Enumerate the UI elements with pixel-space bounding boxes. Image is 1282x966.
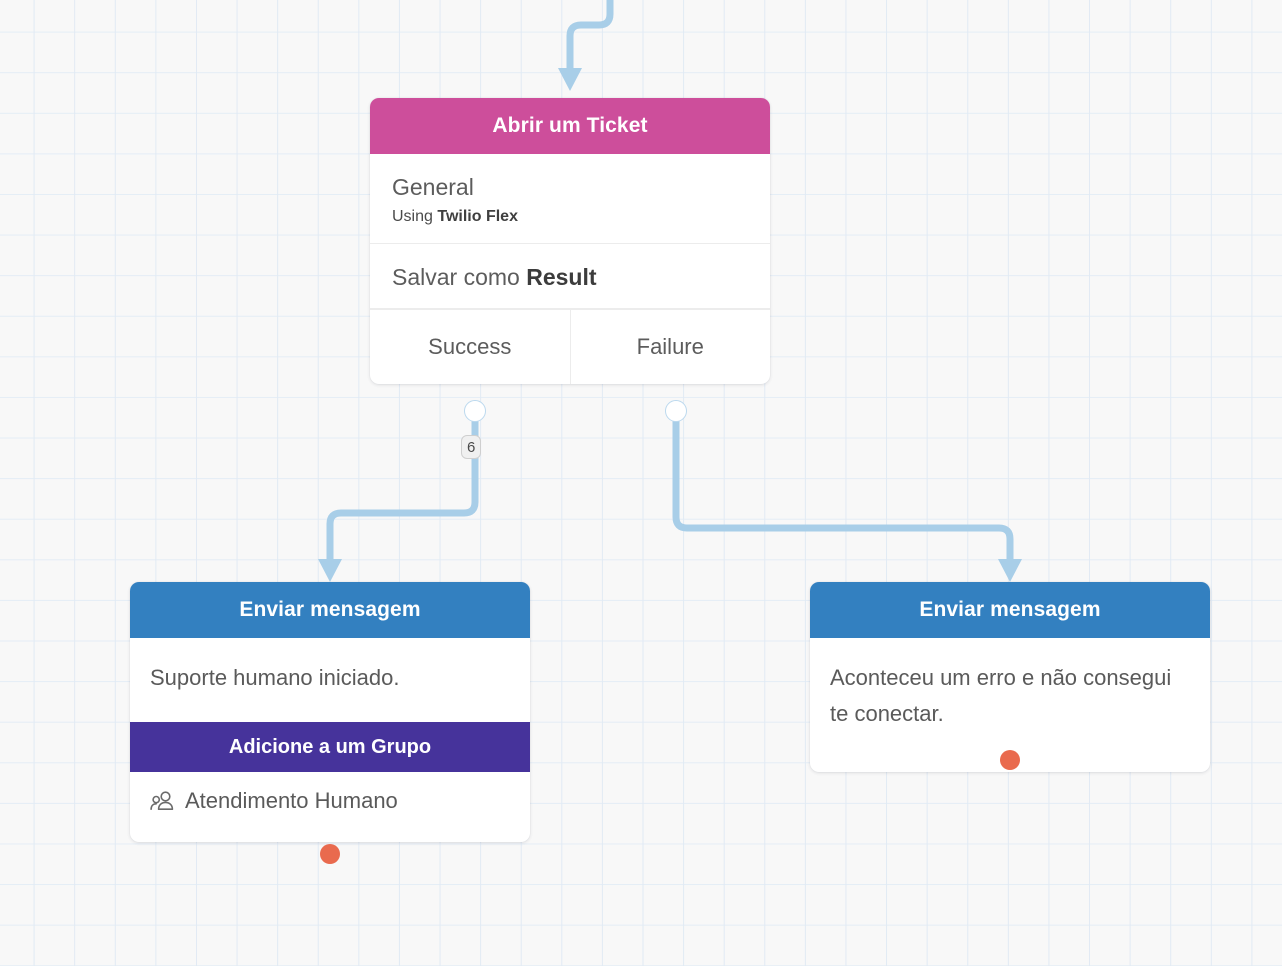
node-send-message-right-header[interactable]: Enviar mensagem (810, 582, 1210, 638)
end-dot-right[interactable] (1000, 750, 1020, 770)
node-send-message-right-body: Aconteceu um erro e não consegui te cone… (830, 665, 1172, 726)
node-send-message-left-group-name: Atendimento Humano (185, 788, 398, 813)
people-group-icon (150, 791, 174, 810)
node-open-ticket-save-value: Result (526, 264, 597, 290)
arrowhead-success-to-send-message-left (318, 559, 342, 582)
node-open-ticket-using-value: Twilio Flex (437, 208, 518, 225)
node-open-ticket-outputs: Success Failure (370, 309, 770, 384)
output-failure[interactable]: Failure (569, 310, 771, 384)
end-dot-left[interactable] (320, 844, 340, 864)
node-send-message-right[interactable]: Enviar mensagem Aconteceu um erro e não … (810, 582, 1210, 772)
output-handle-failure[interactable] (665, 400, 687, 422)
node-open-ticket[interactable]: Abrir um Ticket General Using Twilio Fle… (370, 98, 770, 384)
node-send-message-left-group-band[interactable]: Adicione a um Grupo (130, 722, 530, 772)
node-send-message-left-body: Suporte humano iniciado. (150, 665, 400, 690)
arrowhead-incoming-to-open-ticket (558, 68, 582, 91)
node-open-ticket-channel: General (392, 174, 474, 200)
node-open-ticket-using-prefix: Using (392, 208, 438, 225)
node-open-ticket-save-section: Salvar como Result (370, 244, 770, 309)
edge-success-to-send-message-left (326, 414, 479, 561)
node-open-ticket-save: Salvar como Result (392, 262, 748, 292)
node-open-ticket-header[interactable]: Abrir um Ticket (370, 98, 770, 154)
edge-incoming-to-open-ticket (566, 0, 614, 70)
node-send-message-left-header[interactable]: Enviar mensagem (130, 582, 530, 638)
edge-failure-to-send-message-right (672, 414, 1014, 561)
output-success[interactable]: Success (428, 334, 512, 359)
node-open-ticket-save-prefix: Salvar como (392, 264, 527, 290)
node-open-ticket-channel-section: General Using Twilio Flex (370, 154, 770, 244)
node-send-message-left[interactable]: Enviar mensagem Suporte humano iniciado.… (130, 582, 530, 842)
node-open-ticket-using: Using Twilio Flex (392, 207, 748, 227)
node-send-message-left-group-row: Atendimento Humano (130, 772, 530, 842)
arrowhead-failure-to-send-message-right (998, 559, 1022, 582)
output-success-count-badge: 6 (461, 435, 482, 459)
output-handle-success[interactable] (464, 400, 486, 422)
